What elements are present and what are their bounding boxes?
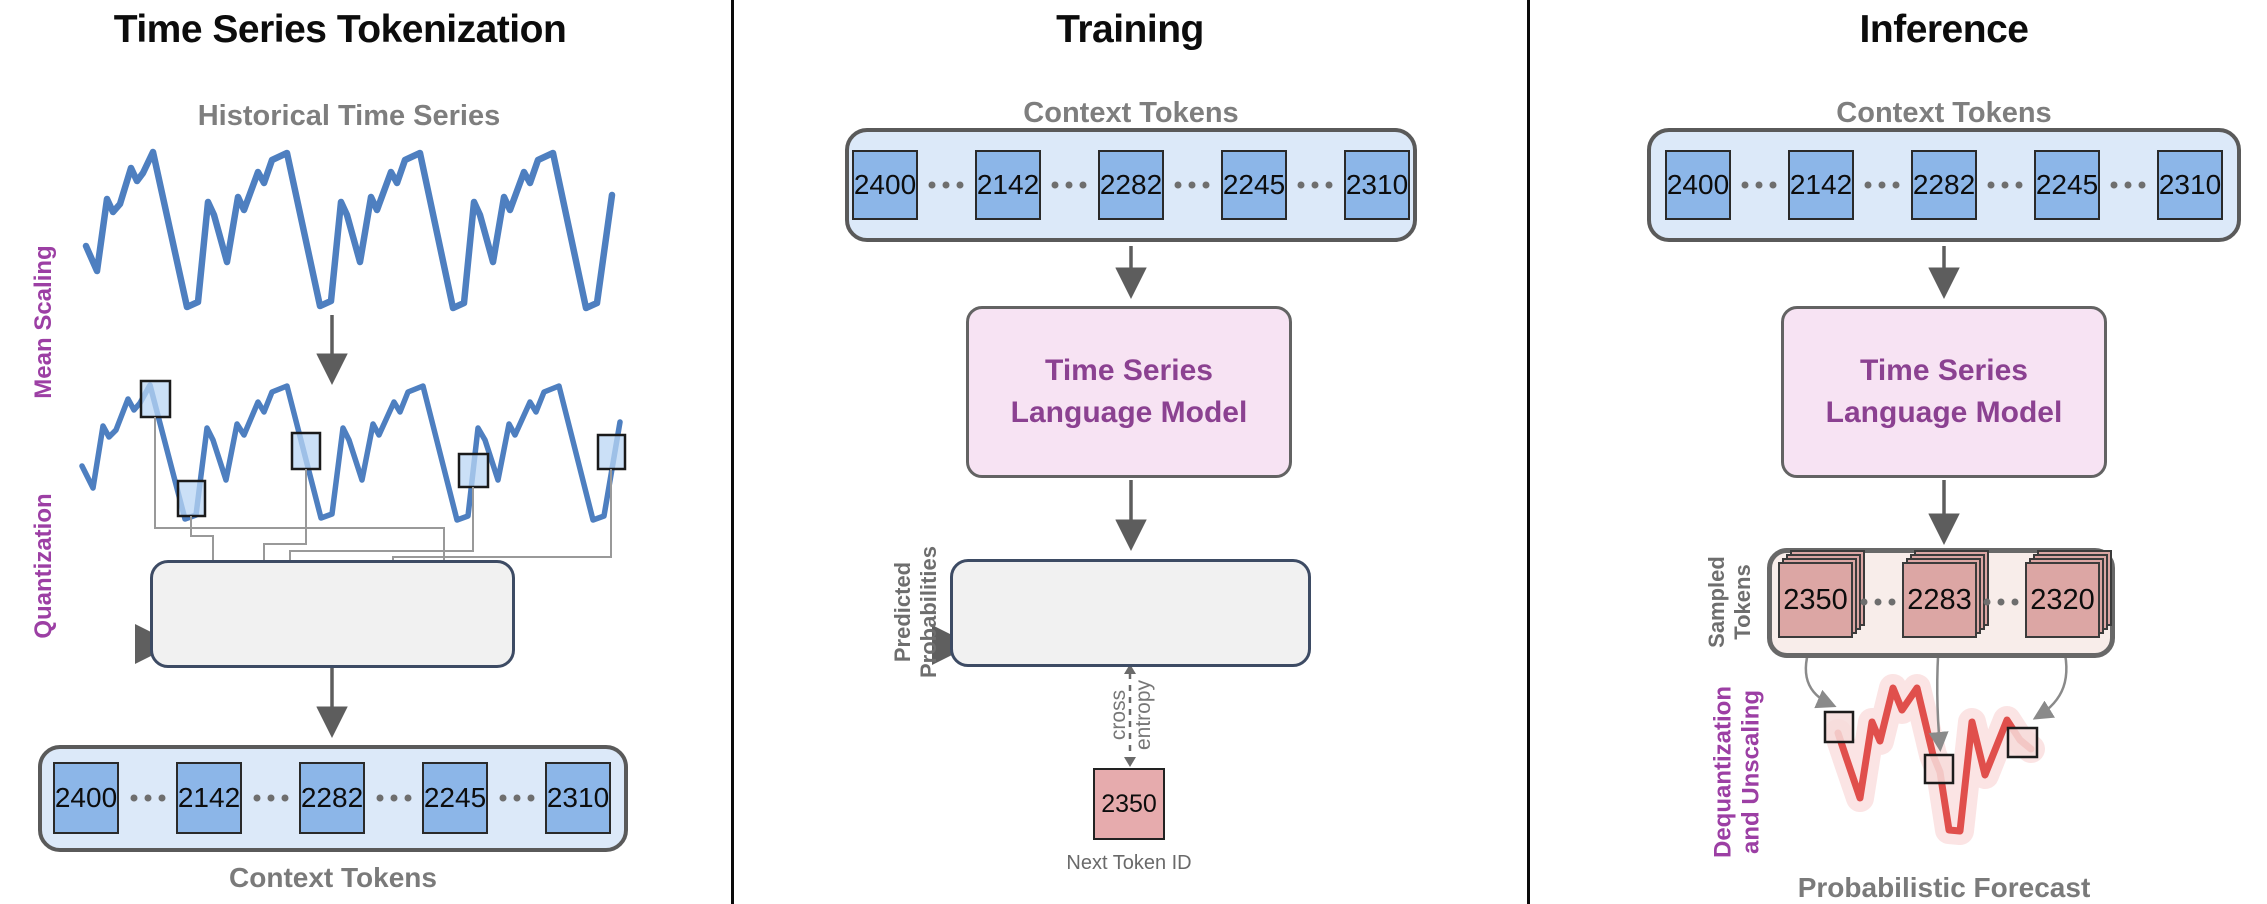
context-tokens-label: Context Tokens — [1836, 97, 2052, 129]
down-arrowhead — [1124, 757, 1136, 767]
ellipsis-icon — [1741, 181, 1777, 189]
mean-scaling-label: Mean Scaling — [29, 245, 57, 399]
predicted-probabilities-box — [950, 559, 1311, 667]
context-token: 2310 — [545, 762, 611, 834]
context-token: 2310 — [1344, 150, 1410, 220]
time-series-language-model-box: Time Series Language Model — [1781, 306, 2107, 478]
time-series-language-model-box: Time Series Language Model — [966, 306, 1292, 478]
sampled-token-stack: 2350 — [1778, 550, 1865, 638]
ellipsis-icon — [253, 794, 289, 802]
sampled-tokens-label: Sampled Tokens — [1704, 556, 1755, 648]
context-token: 2245 — [1221, 150, 1287, 220]
ellipsis-icon — [1051, 181, 1087, 189]
historical-time-series-line — [82, 148, 616, 312]
context-token: 2310 — [2157, 150, 2223, 220]
predicted-probabilities-label: Predicted Probabilities — [890, 545, 941, 679]
ellipsis-icon — [2110, 181, 2146, 189]
context-token: 2245 — [2034, 150, 2100, 220]
context-token: 2142 — [176, 762, 242, 834]
context-tokens-caption: Context Tokens — [229, 862, 437, 893]
ellipsis-icon — [1860, 598, 1896, 606]
next-token-box: 2350 — [1093, 768, 1165, 840]
panel-divider — [731, 0, 734, 904]
ellipsis-icon — [1864, 181, 1900, 189]
ellipsis-icon — [376, 794, 412, 802]
panel-title-inference: Inference — [1859, 8, 2029, 51]
ellipsis-icon — [1983, 598, 2019, 606]
highlighted-sample-box — [176, 479, 207, 518]
highlighted-sample-box — [457, 452, 490, 489]
ellipsis-icon — [1174, 181, 1210, 189]
dequantized-sample-box — [1823, 710, 1855, 744]
highlighted-sample-box — [290, 431, 322, 471]
context-token: 2282 — [1098, 150, 1164, 220]
highlighted-sample-box — [596, 433, 627, 471]
context-token: 2142 — [975, 150, 1041, 220]
sampled-token-stack: 2320 — [2025, 550, 2112, 638]
context-token: 2282 — [1911, 150, 1977, 220]
sampled-token-stack: 2283 — [1902, 550, 1989, 638]
cross-entropy-label: cross entropy — [1107, 679, 1155, 751]
panel-title-training: Training — [1056, 8, 1204, 51]
context-token: 2245 — [422, 762, 488, 834]
probabilistic-forecast-caption: Probabilistic Forecast — [1797, 872, 2091, 903]
ellipsis-icon — [928, 181, 964, 189]
ellipsis-icon — [130, 794, 166, 802]
context-token: 2400 — [53, 762, 119, 834]
context-token: 2400 — [852, 150, 918, 220]
dequantized-sample-box — [1923, 753, 1955, 785]
context-tokens-label: Context Tokens — [1023, 97, 1239, 129]
context-token: 2282 — [299, 762, 365, 834]
context-token: 2400 — [1665, 150, 1731, 220]
dequantization-label: Dequantization and Unscaling — [1709, 686, 1765, 858]
ellipsis-icon — [499, 794, 535, 802]
panel-divider — [1527, 0, 1530, 904]
ellipsis-icon — [1987, 181, 2023, 189]
up-arrowhead — [1124, 664, 1136, 674]
historical-series-label: Historical Time Series — [197, 100, 501, 132]
next-token-caption: Next Token ID — [1066, 852, 1192, 874]
highlighted-sample-box — [139, 379, 172, 419]
panel-title-tokenization: Time Series Tokenization — [113, 8, 567, 51]
ellipsis-icon — [1297, 181, 1333, 189]
context-token: 2142 — [1788, 150, 1854, 220]
quantization-label: Quantization — [29, 493, 57, 639]
dequantized-sample-box — [2006, 726, 2039, 759]
quantization-box — [150, 560, 515, 668]
